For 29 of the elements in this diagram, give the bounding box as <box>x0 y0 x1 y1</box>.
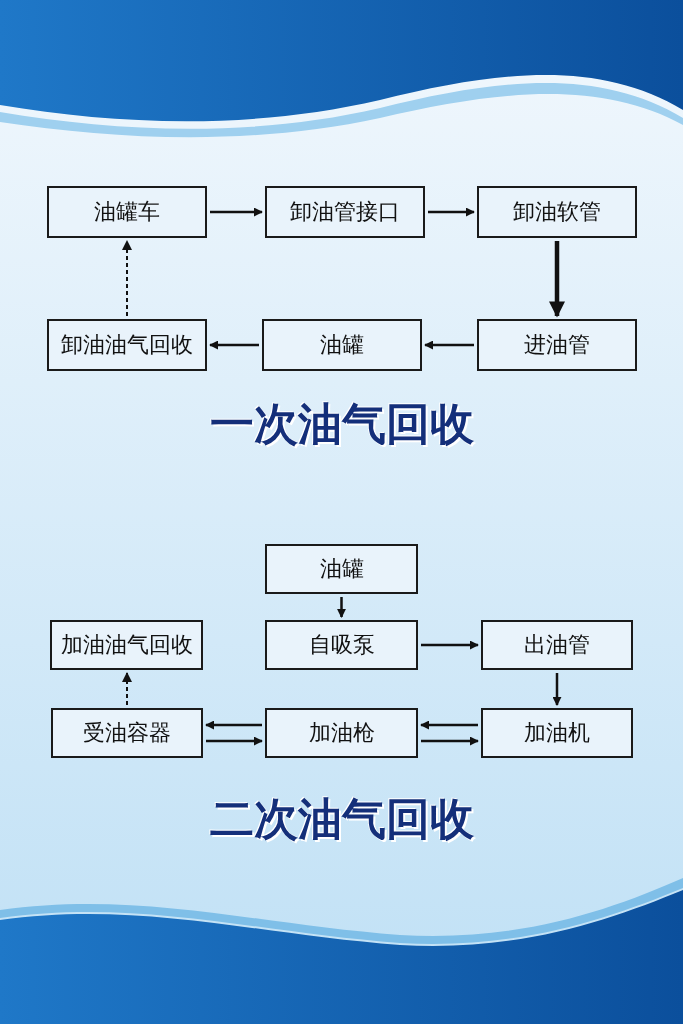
arrow <box>424 340 474 350</box>
arrow <box>209 340 259 350</box>
process-box: 油罐车 <box>47 186 207 238</box>
process-box: 油罐 <box>262 319 422 371</box>
arrow <box>205 720 262 730</box>
section-heading: 一次油气回收 <box>209 398 474 449</box>
arrow <box>337 597 346 618</box>
process-box: 油罐 <box>265 544 418 594</box>
arrow <box>421 736 479 746</box>
arrow <box>428 207 475 217</box>
process-box: 出油管 <box>481 620 633 670</box>
process-box: 加油枪 <box>265 708 418 758</box>
arrow <box>122 240 132 317</box>
process-box: 卸油油气回收 <box>47 319 207 371</box>
process-box: 加油油气回收 <box>50 620 203 670</box>
process-box: 加油机 <box>481 708 633 758</box>
process-box: 自吸泵 <box>265 620 418 670</box>
arrow <box>420 720 478 730</box>
process-box: 受油容器 <box>51 708 203 758</box>
arrow <box>206 736 263 746</box>
process-box: 进油管 <box>477 319 637 371</box>
arrow <box>421 640 479 650</box>
section-heading: 二次油气回收 <box>209 793 474 844</box>
arrow <box>122 672 132 706</box>
arrow <box>210 207 263 217</box>
arrow <box>548 241 566 318</box>
arrow <box>552 673 562 706</box>
process-box: 卸油管接口 <box>265 186 425 238</box>
process-box: 卸油软管 <box>477 186 637 238</box>
